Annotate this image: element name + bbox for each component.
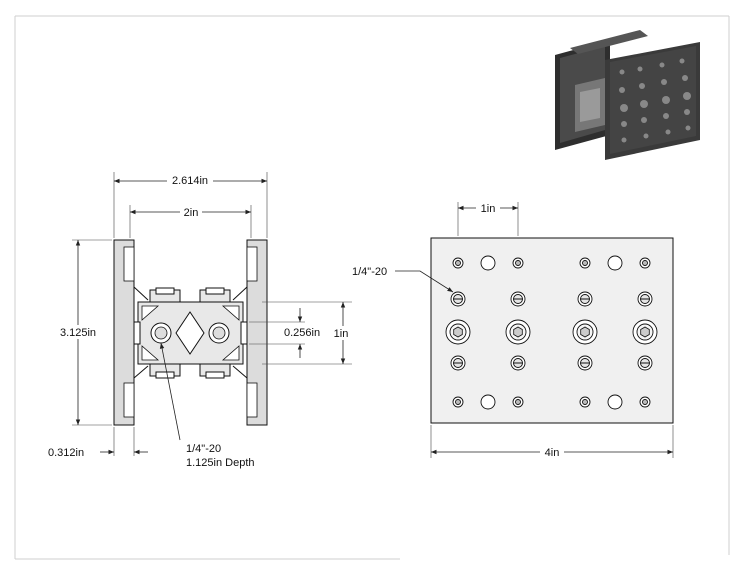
slot-spacing-label: 1in bbox=[334, 328, 349, 340]
clearance-hole bbox=[607, 394, 623, 410]
sheet-border bbox=[14, 15, 730, 560]
tap-callout-depth: 1.125in Depth bbox=[186, 457, 255, 469]
plate-holes bbox=[445, 255, 658, 410]
face-view: 1in 1/4"-20 4in bbox=[352, 201, 674, 459]
center-extrusion bbox=[133, 287, 248, 379]
face-tap-callout: 1/4"-20 bbox=[352, 266, 387, 278]
clearance-hole bbox=[607, 255, 623, 271]
hole-spacing-label: 1in bbox=[481, 203, 496, 215]
right-flange bbox=[246, 239, 268, 426]
height-label: 3.125in bbox=[60, 327, 96, 339]
end-view: 2.614in 2in 3.125in 0.312in 0.256in 1in bbox=[48, 172, 352, 469]
flange-thickness-label: 0.312in bbox=[48, 447, 84, 459]
overall-width-label: 2.614in bbox=[172, 175, 208, 187]
slot-width-label: 0.256in bbox=[284, 327, 320, 339]
tap-callout-thread: 1/4"-20 bbox=[186, 443, 221, 455]
inner-width-label: 2in bbox=[184, 207, 199, 219]
clearance-hole bbox=[480, 394, 496, 410]
clearance-hole bbox=[480, 255, 496, 271]
plate-width-label: 4in bbox=[545, 447, 560, 459]
left-flange bbox=[113, 239, 135, 426]
isometric-render bbox=[555, 30, 700, 160]
